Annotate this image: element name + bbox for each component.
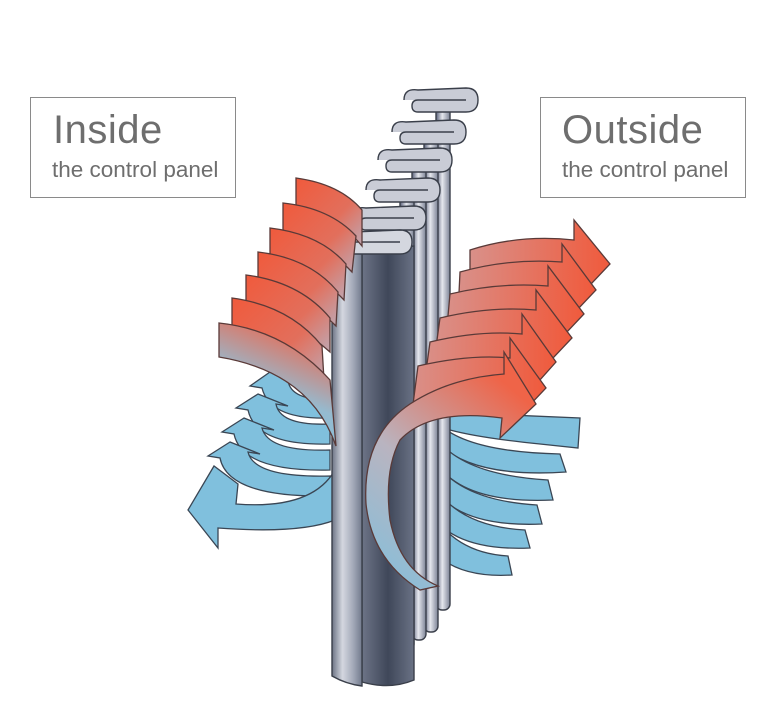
hot-air-arrows-inside bbox=[218, 177, 363, 447]
hot-air-arrows-outside bbox=[365, 218, 611, 591]
cool-air-arrows-inside bbox=[187, 371, 336, 550]
outside-control-panel-label: Outside the control panel bbox=[540, 97, 746, 198]
inside-control-panel-label: Inside the control panel bbox=[30, 97, 236, 198]
inside-title: Inside bbox=[53, 108, 163, 152]
inside-subtitle: the control panel bbox=[52, 157, 219, 182]
outside-title: Outside bbox=[562, 108, 704, 152]
outside-subtitle: the control panel bbox=[562, 157, 729, 182]
fin-fold-1 bbox=[331, 229, 415, 687]
